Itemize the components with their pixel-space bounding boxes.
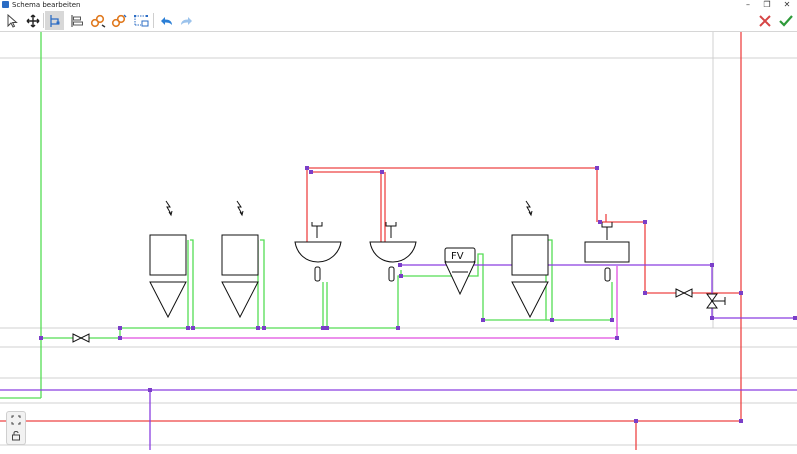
confirm-icon[interactable] xyxy=(776,11,795,30)
fit-view-icon[interactable] xyxy=(10,414,22,426)
lock-icon[interactable] xyxy=(10,429,22,441)
undo-icon[interactable] xyxy=(156,11,175,30)
three-way-valve xyxy=(706,293,726,309)
vessel-2 xyxy=(221,200,259,319)
vessel-1 xyxy=(149,200,187,319)
app-icon xyxy=(2,1,9,8)
basin-2 xyxy=(369,222,417,282)
purple-pipes xyxy=(0,264,797,450)
basin-1 xyxy=(294,222,342,282)
select-arrow-icon[interactable] xyxy=(2,11,21,30)
red-pipes xyxy=(0,32,742,450)
view-controls xyxy=(6,411,26,445)
vessel-3 xyxy=(511,200,549,319)
close-window-icon[interactable]: ✕ xyxy=(783,0,791,9)
connect-lines-icon[interactable] xyxy=(45,11,64,30)
redo-icon[interactable] xyxy=(177,11,196,30)
filter-label: FV xyxy=(451,251,464,262)
tank xyxy=(584,222,630,282)
valve-1 xyxy=(72,333,90,343)
toolbar xyxy=(0,10,797,32)
pipe-nodes xyxy=(39,166,797,423)
align-left-icon[interactable] xyxy=(67,11,86,30)
valve-2 xyxy=(675,288,693,298)
pipe-chain-icon[interactable] xyxy=(88,11,107,30)
maximize-icon[interactable]: ❐ xyxy=(763,0,771,9)
window-title: Schema bearbeiten xyxy=(12,1,81,9)
filter-fv xyxy=(444,247,476,296)
cancel-icon[interactable] xyxy=(755,11,774,30)
move-icon[interactable] xyxy=(23,11,42,30)
green-pipes xyxy=(0,32,613,399)
node-grid-icon[interactable] xyxy=(131,11,150,30)
schema-canvas[interactable]: FV xyxy=(0,32,797,450)
minimize-icon[interactable]: – xyxy=(746,0,750,9)
title-bar: Schema bearbeiten – ❐ ✕ xyxy=(0,0,797,10)
pipe-chain-edit-icon[interactable] xyxy=(109,11,128,30)
magenta-pipes xyxy=(120,266,618,339)
